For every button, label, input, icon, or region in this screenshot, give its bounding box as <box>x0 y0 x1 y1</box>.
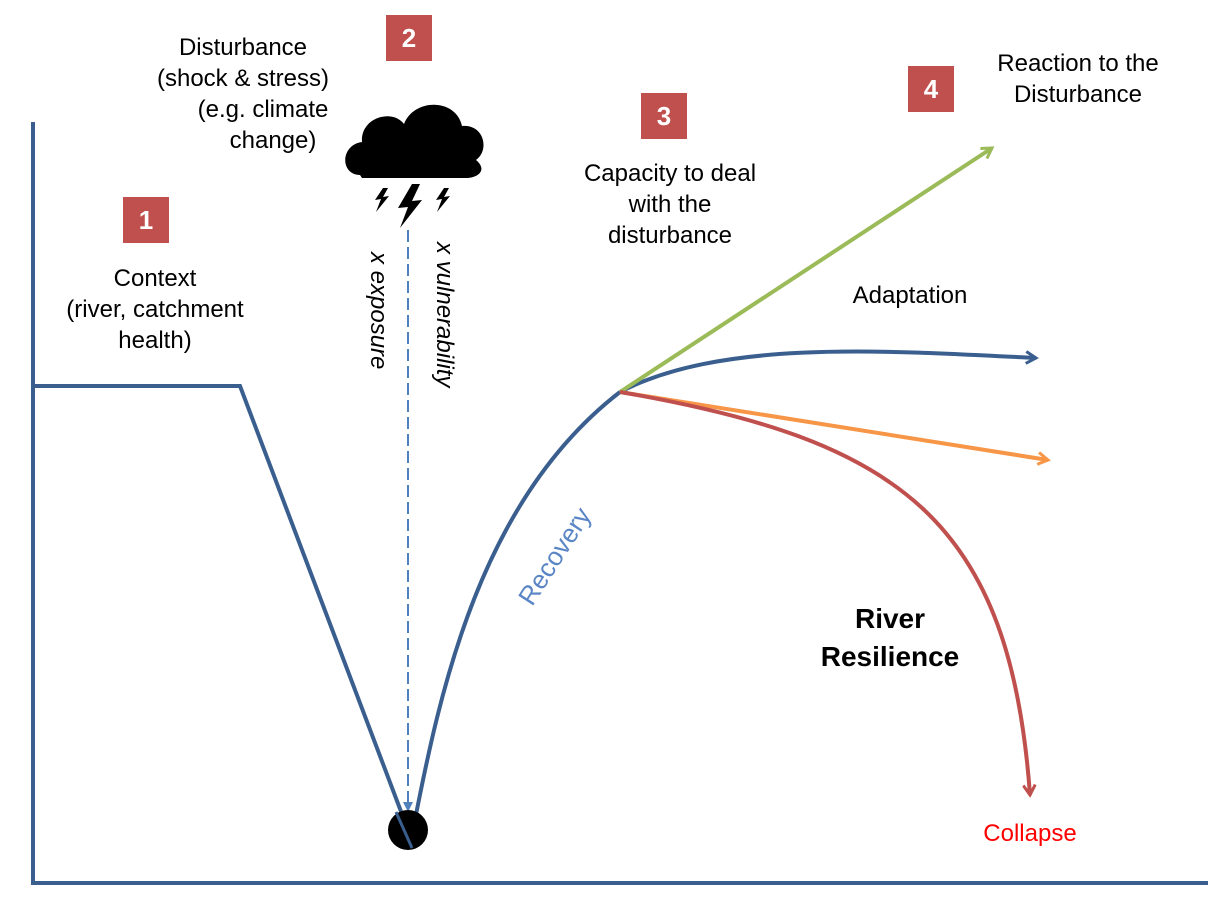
transformation-arrow <box>618 146 992 394</box>
resilience-line1: River <box>854 603 926 634</box>
reaction-line2: Disturbance <box>1013 81 1143 108</box>
y-axis-line <box>31 122 1208 885</box>
badge-3: 3 <box>641 93 687 139</box>
storm-cloud-icon <box>345 104 484 228</box>
reaction-line1: Reaction to the <box>997 50 1159 77</box>
disturbance-label: Disturbance (shock & stress) (e.g. clima… <box>118 32 368 156</box>
disturbance-sub2: (e.g. climate <box>197 96 329 123</box>
context-sub1: (river, catchment <box>66 296 244 323</box>
ball-line-overlay <box>394 811 414 849</box>
exposure-label: x exposure <box>365 252 392 370</box>
resilience-line2: Resilience <box>820 641 960 672</box>
recovery-curve <box>411 390 622 831</box>
capacity-label: Capacity to deal with the disturbance <box>540 158 800 251</box>
badge-2: 2 <box>386 15 432 61</box>
vulnerability-label: x vulnerability <box>431 242 458 388</box>
adaptation-arrow <box>619 349 1036 394</box>
context-label: Context (river, catchment health) <box>40 263 270 356</box>
capacity-line1: Capacity to deal <box>583 160 757 187</box>
orange-arrow <box>619 390 1048 460</box>
capacity-line2: with the <box>628 191 712 218</box>
system-state-ball <box>388 810 428 850</box>
adaptation-label: Adaptation <box>852 282 968 309</box>
reaction-label: Reaction to the Disturbance <box>958 48 1198 110</box>
river-resilience-label: River Resilience <box>770 600 1010 676</box>
disturbance-drop-line <box>33 384 410 831</box>
disturbance-sub3: change) <box>229 127 317 154</box>
context-title: Context <box>113 265 197 292</box>
disturbance-title: Disturbance <box>178 34 308 61</box>
collapse-label: Collapse <box>983 820 1077 847</box>
collapse-curve <box>619 390 1030 795</box>
disturbance-sub1: (shock & stress) <box>156 65 330 92</box>
capacity-line3: disturbance <box>607 222 733 249</box>
context-sub2: health) <box>118 327 192 354</box>
badge-1: 1 <box>123 197 169 243</box>
badge-4: 4 <box>908 66 954 112</box>
